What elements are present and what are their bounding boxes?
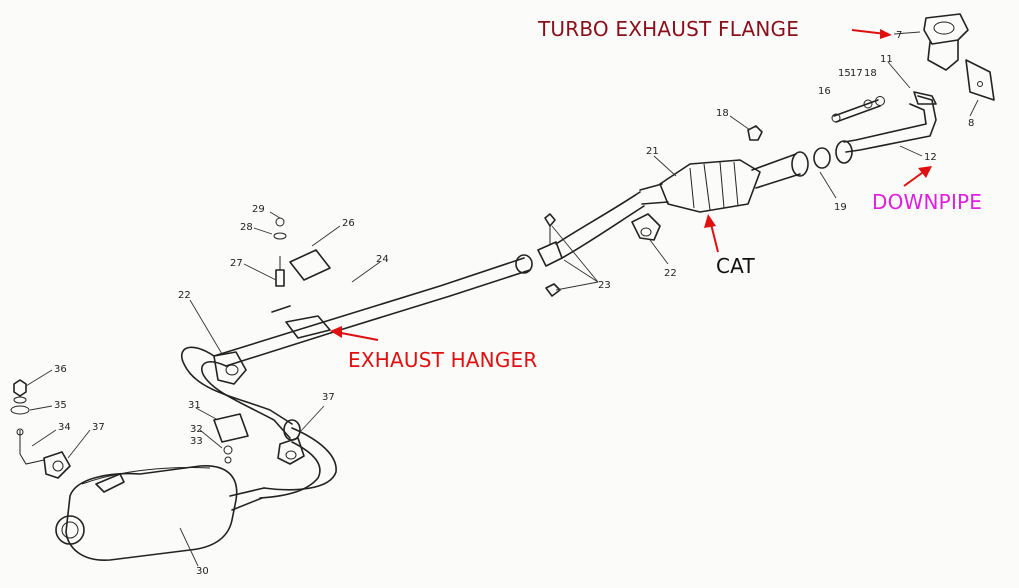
part-number: 21 — [646, 146, 659, 157]
part-number: 18 — [864, 68, 877, 79]
part-number: 19 — [834, 202, 847, 213]
hanger-hardware-34-37 — [10, 379, 71, 479]
part-number: 34 — [58, 422, 71, 433]
downpipe-bracket-part — [965, 59, 995, 101]
part-number: 24 — [376, 254, 389, 265]
nut-18 — [747, 125, 763, 141]
hanger-bracket-26 — [271, 249, 331, 339]
downpipe-label: DOWNPIPE — [872, 190, 983, 214]
part-number: 22 — [178, 290, 191, 301]
callout-arrows — [330, 29, 932, 341]
part-number: 33 — [190, 436, 203, 447]
rear-muffler-30 — [55, 465, 265, 561]
turbo-flange-part — [923, 13, 969, 71]
part-number: 29 — [252, 204, 265, 215]
part-number: 11 — [880, 54, 893, 65]
part-number: 31 — [188, 400, 201, 411]
leader-lines — [25, 31, 979, 567]
turbo-exhaust-flange-label: TURBO EXHAUST FLANGE — [538, 17, 800, 41]
part-number: 32 — [190, 424, 203, 435]
part-number: 27 — [230, 258, 243, 269]
rubber-mount-22-left — [213, 351, 247, 385]
hanger-bolts-27-29 — [273, 217, 287, 287]
part-number: 36 — [54, 364, 67, 375]
rear-pipe-loop — [181, 346, 337, 499]
part-number: 18 — [716, 108, 729, 119]
intermediate-pipe — [537, 191, 645, 297]
part-number: 7 — [896, 30, 902, 41]
part-numbers: 7 11 8 12 15 17 18 16 18 21 19 22 23 24 … — [54, 30, 974, 577]
part-number: 37 — [92, 422, 105, 433]
front-pipe-joint — [751, 140, 853, 189]
exhaust-hanger-label: EXHAUST HANGER — [348, 348, 538, 372]
part-number: 22 — [664, 268, 677, 279]
part-number: 30 — [196, 566, 209, 577]
part-number: 35 — [54, 400, 67, 411]
part-number: 23 — [598, 280, 611, 291]
part-number: 8 — [968, 118, 974, 129]
rubber-mount-22-right — [631, 213, 661, 241]
bracket-31 — [213, 413, 249, 464]
part-number: 12 — [924, 152, 937, 163]
hanger-arrow — [335, 331, 379, 341]
part-number: 16 — [818, 86, 831, 97]
part-number: 28 — [240, 222, 253, 233]
catalytic-converter-part — [639, 159, 761, 213]
part-number: 17 — [850, 68, 863, 79]
part-number: 15 — [838, 68, 851, 79]
cat-label: CAT — [716, 254, 755, 278]
rubber-mount-37-middle — [277, 437, 305, 465]
bolts-15-18 — [831, 96, 885, 123]
part-number: 26 — [342, 218, 355, 229]
center-pipe-24 — [213, 254, 533, 367]
downpipe-part — [843, 91, 937, 153]
part-number: 37 — [322, 392, 335, 403]
